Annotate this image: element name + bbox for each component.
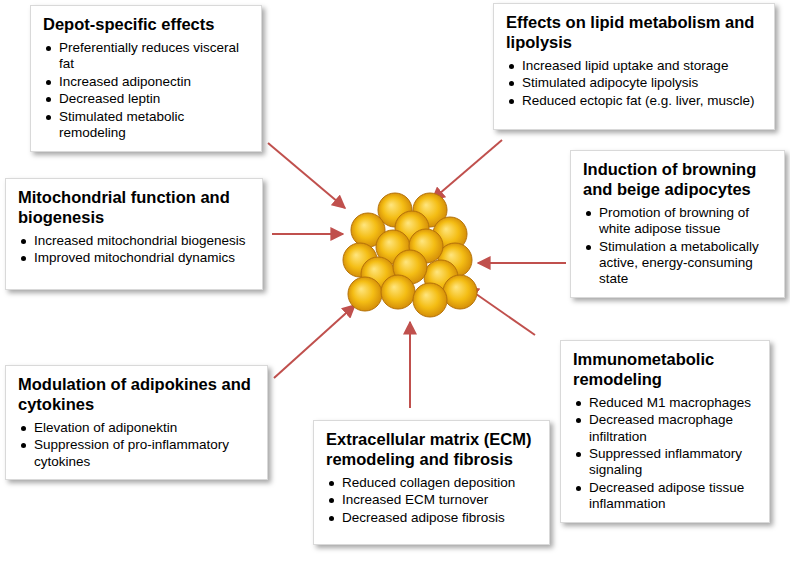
bullet-item: Decreased macrophage infiltration [573,412,759,445]
bullet-text: Preferentially reduces visceral fat [59,40,239,71]
bullet-dot [46,115,51,120]
bullet-text: Promotion of browning of white adipose t… [599,205,749,236]
bullet-item: Stimulated metabolic remodeling [43,109,251,142]
bullet-dot [329,516,334,521]
bullet-text: Increased adiponectin [59,74,191,89]
bullet-text: Suppression of pro-inflammatory cytokine… [34,437,229,468]
effect-box: Immunometabolic remodelingReduced M1 mac… [560,340,770,523]
bullet-item: Suppressed inflammatory signaling [573,446,759,479]
bullet-item: Stimulated adipocyte lipolysis [506,75,764,91]
bullet-text: Stimulation a metabolically active, ener… [599,239,759,287]
heading-text: Effects on lipid metabolism and lipolysi… [506,13,754,51]
adipocyte [413,283,447,317]
heading-text: Depot-specific effects [43,15,214,33]
bullet-dot [509,99,514,104]
bullet-item: Promotion of browning of white adipose t… [583,205,774,238]
bullet-text: Decreased leptin [59,91,160,106]
bullet-dot [576,418,581,423]
bullet-item: Increased lipid uptake and storage [506,58,764,74]
bullet-item: Reduced collagen deposition [326,475,539,491]
bullet-text: Increased lipid uptake and storage [522,58,728,73]
bullet-dot [21,426,26,431]
bullet-text: Reduced M1 macrophages [589,395,751,410]
bullet-text: Improved mitochondrial dynamics [34,250,235,265]
bullet-item: Preferentially reduces visceral fat [43,40,251,73]
arrows [268,140,566,408]
bullet-dot [576,401,581,406]
box-heading: Immunometabolic remodeling [573,350,759,390]
bullet-dot [46,80,51,85]
bullet-item: Elevation of adiponektin [18,420,257,436]
bullet-item: Decreased leptin [43,91,251,107]
bullet-dot [21,239,26,244]
bullet-dot [21,443,26,448]
bullet-dot [509,81,514,86]
effect-box: Mitochondrial function and biogenesisInc… [5,178,263,290]
bullet-dot [509,64,514,69]
bullet-item: Suppression of pro-inflammatory cytokine… [18,437,257,470]
effect-box: Modulation of adipokines and cytokinesEl… [5,365,268,480]
box-heading: Modulation of adipokines and cytokines [18,375,257,415]
bullet-dot [329,498,334,503]
bullet-item: Stimulation a metabolically active, ener… [583,239,774,288]
effect-arrow [409,322,411,408]
effect-arrow [268,143,345,208]
bullet-text: Reduced collagen deposition [342,475,515,490]
adipocyte [443,275,477,309]
bullet-text: Decreased adipose fibrosis [342,510,505,525]
effect-arrow [274,305,355,378]
effect-arrow [272,233,343,235]
bullet-item: Improved mitochondrial dynamics [18,250,252,266]
bullet-text: Increased mitochondrial biogenesis [34,233,246,248]
heading-text: Mitochondrial function and biogenesis [18,188,230,226]
effect-arrow [432,140,502,200]
bullet-text: Increased ECM turnover [342,492,488,507]
bullet-item: Decreased adipose fibrosis [326,510,539,526]
bullet-dot [576,486,581,491]
box-heading: Effects on lipid metabolism and lipolysi… [506,13,764,53]
bullet-text: Suppressed inflammatory signaling [589,446,742,477]
heading-text: Modulation of adipokines and cytokines [18,375,251,413]
effect-arrow [478,262,566,264]
adipocyte-cluster [343,193,477,317]
adipocyte [348,277,382,311]
effect-box: Extracellular matrix (ECM) remodeling an… [313,420,550,545]
heading-text: Induction of browning and beige adipocyt… [583,160,756,198]
box-heading: Mitochondrial function and biogenesis [18,188,252,228]
heading-text: Immunometabolic remodeling [573,350,714,388]
adipocyte [381,275,415,309]
bullet-dot [21,256,26,261]
bullet-item: Reduced ectopic fat (e.g. liver, muscle) [506,93,764,109]
bullet-dot [586,211,591,216]
bullet-text: Decreased macrophage infiltration [589,412,733,443]
bullet-item: Increased ECM turnover [326,492,539,508]
effect-box: Depot-specific effectsPreferentially red… [30,5,262,152]
bullet-text: Decreased adipose tissue inflammation [589,480,744,511]
bullet-text: Elevation of adiponektin [34,420,177,435]
bullet-item: Reduced M1 macrophages [573,395,759,411]
bullet-dot [586,245,591,250]
bullet-text: Reduced ectopic fat (e.g. liver, muscle) [522,93,755,108]
bullet-item: Increased mitochondrial biogenesis [18,233,252,249]
heading-text: Extracellular matrix (ECM) remodeling an… [326,430,531,468]
bullet-text: Stimulated metabolic remodeling [59,109,184,140]
effect-box: Induction of browning and beige adipocyt… [570,150,785,298]
effect-box: Effects on lipid metabolism and lipolysi… [493,3,775,130]
box-heading: Induction of browning and beige adipocyt… [583,160,774,200]
bullet-item: Increased adiponectin [43,74,251,90]
bullet-dot [46,97,51,102]
bullet-text: Stimulated adipocyte lipolysis [522,75,698,90]
bullet-dot [576,452,581,457]
bullet-item: Decreased adipose tissue inflammation [573,480,759,513]
bullet-dot [46,46,51,51]
box-heading: Extracellular matrix (ECM) remodeling an… [326,430,539,470]
bullet-dot [329,481,334,486]
box-heading: Depot-specific effects [43,15,251,35]
